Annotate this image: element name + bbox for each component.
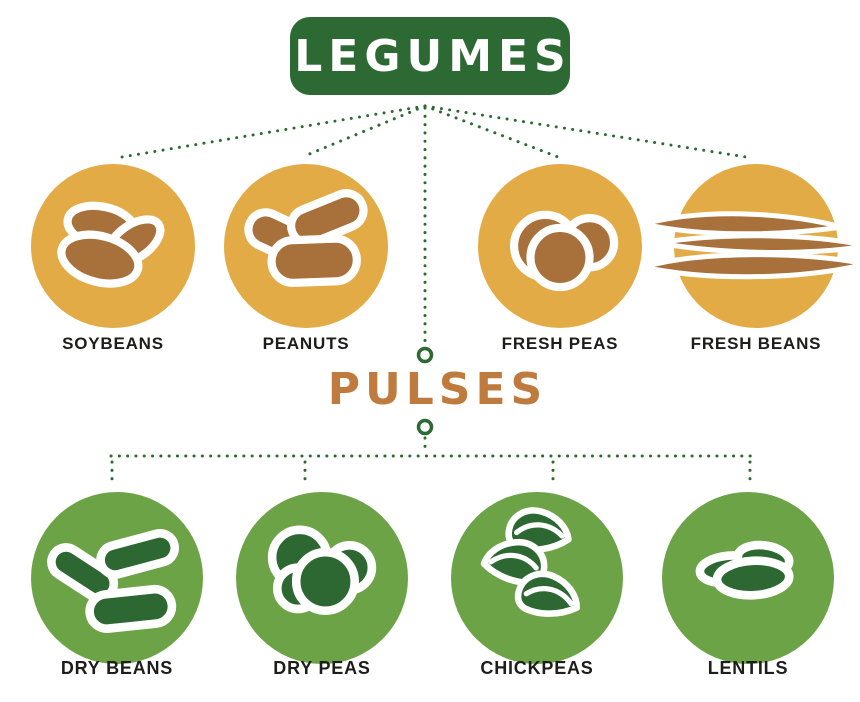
peanuts-node	[224, 164, 388, 328]
soybeans-label: SOYBEANS	[62, 334, 164, 353]
legumes-title: LEGUMES	[294, 30, 572, 82]
branch-soybeans-line	[114, 104, 427, 160]
dry-beans-label: DRY BEANS	[60, 658, 174, 678]
branch-peanuts-line	[305, 104, 427, 157]
lentils-icon	[695, 540, 794, 600]
fresh-beans-label: FRESH BEANS	[690, 334, 822, 353]
chickpeas-label: CHICKPEAS	[480, 658, 594, 678]
soybeans-icon	[57, 201, 165, 288]
fresh-peas-icon	[509, 210, 619, 292]
chickpeas-node	[451, 492, 623, 664]
lentils-label: LENTILS	[707, 658, 789, 678]
legumes-title-box: LEGUMES	[290, 17, 570, 95]
dry-peas-icon	[267, 525, 377, 615]
branch-fresh-beans-line	[423, 104, 748, 159]
dry-beans-node	[31, 492, 203, 664]
dry-peas-label: DRY PEAS	[273, 658, 371, 678]
fresh-peas-label: FRESH PEAS	[501, 334, 619, 353]
chickpeas-icon	[480, 507, 580, 617]
fresh-peas-node	[478, 164, 642, 328]
branch-fresh-peas-line	[423, 104, 560, 159]
pulses-bottom-ring	[416, 418, 434, 436]
peanuts-icon	[244, 189, 368, 287]
lentils-node	[662, 492, 834, 664]
fresh-beans-node	[674, 164, 838, 328]
peanuts-label: PEANUTS	[262, 334, 350, 353]
pulses-top-ring	[416, 346, 434, 364]
soybeans-node	[31, 164, 195, 328]
dry-beans-icon	[47, 528, 179, 633]
pulses-subtitle: PULSES	[327, 364, 548, 415]
dry-peas-node	[236, 492, 408, 664]
